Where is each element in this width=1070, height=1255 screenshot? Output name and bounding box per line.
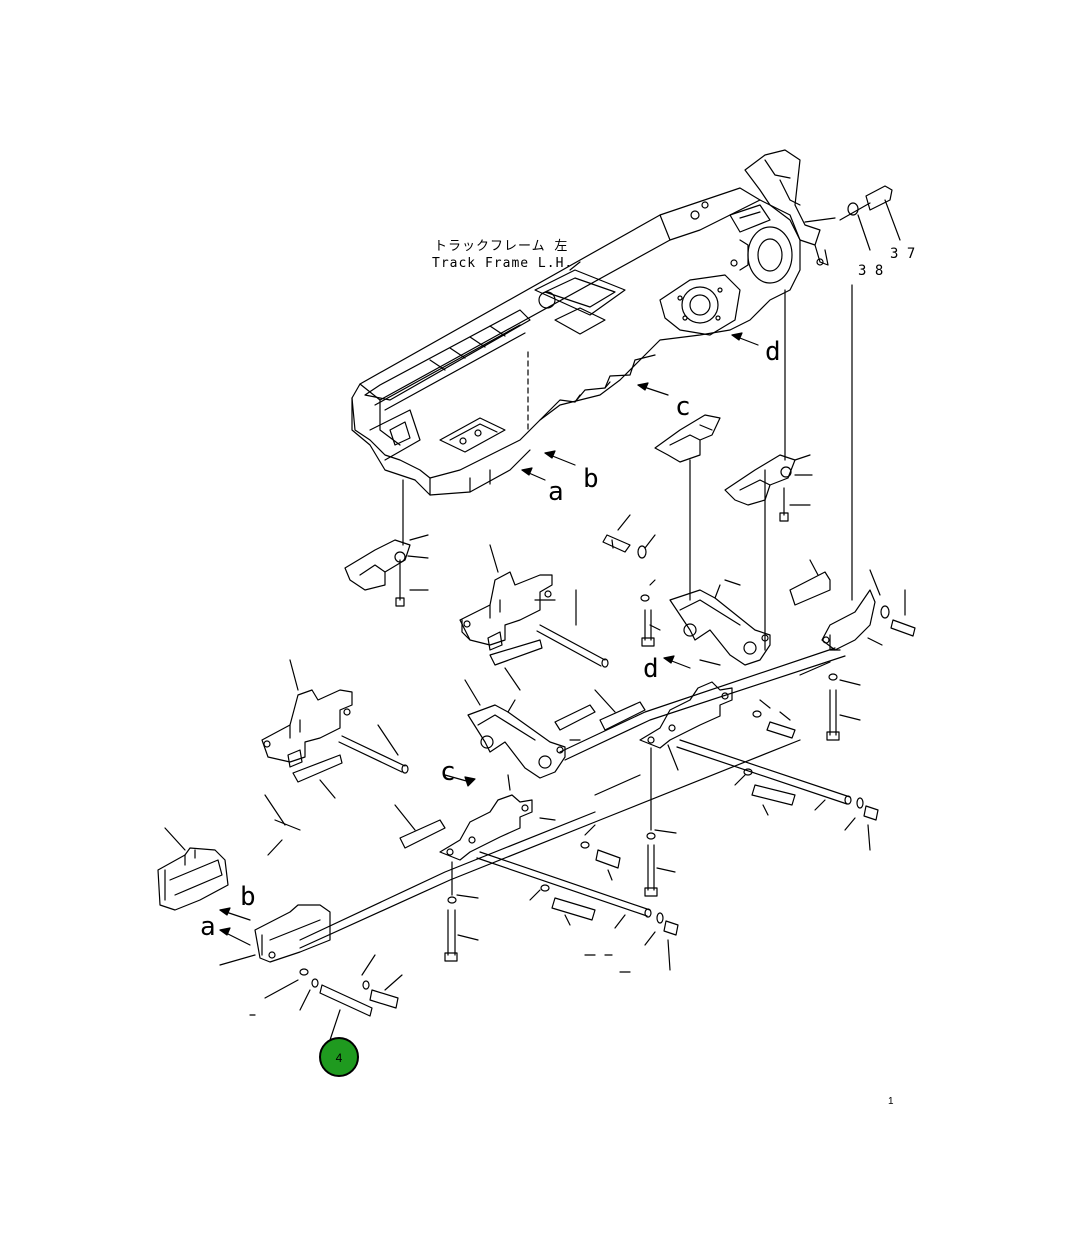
callout-a-upper: a <box>548 477 564 507</box>
pad-right-upper <box>724 454 796 522</box>
guard-end-left <box>254 904 331 963</box>
rail-plate-middle <box>639 681 733 749</box>
guard-bracket-middle <box>459 571 553 651</box>
pad-left-upper <box>344 539 411 607</box>
part-hotspot-4[interactable]: 4 <box>319 1037 359 1077</box>
callout-b-upper: b <box>583 464 599 494</box>
callout-d-upper: d <box>765 337 781 367</box>
guard-front-left <box>157 847 229 911</box>
track-guard-left-center <box>467 699 566 779</box>
callout-c-lower: c <box>440 757 456 787</box>
part-number-37: 3 7 <box>890 246 915 262</box>
frame-label-ja: トラックフレーム 左 <box>434 239 568 254</box>
page-number: 1 <box>888 1096 894 1107</box>
track-frame <box>351 149 829 496</box>
guard-bracket-left <box>261 689 353 768</box>
callout-d-lower: d <box>643 654 659 684</box>
guard-end-right <box>821 589 876 651</box>
part-number-38: 3 8 <box>858 263 883 279</box>
frame-label-en: Track Frame L.H. <box>432 256 573 271</box>
rail-plate-front <box>439 794 533 861</box>
callout-a-lower: a <box>200 912 216 942</box>
callout-b-lower: b <box>240 882 256 912</box>
part-hotspot-4-label: 4 <box>336 1051 343 1065</box>
pad-center-upper <box>654 414 721 463</box>
track-guard-center <box>669 584 771 666</box>
callout-c-upper: c <box>675 392 691 422</box>
part-37-bolt <box>839 185 893 221</box>
